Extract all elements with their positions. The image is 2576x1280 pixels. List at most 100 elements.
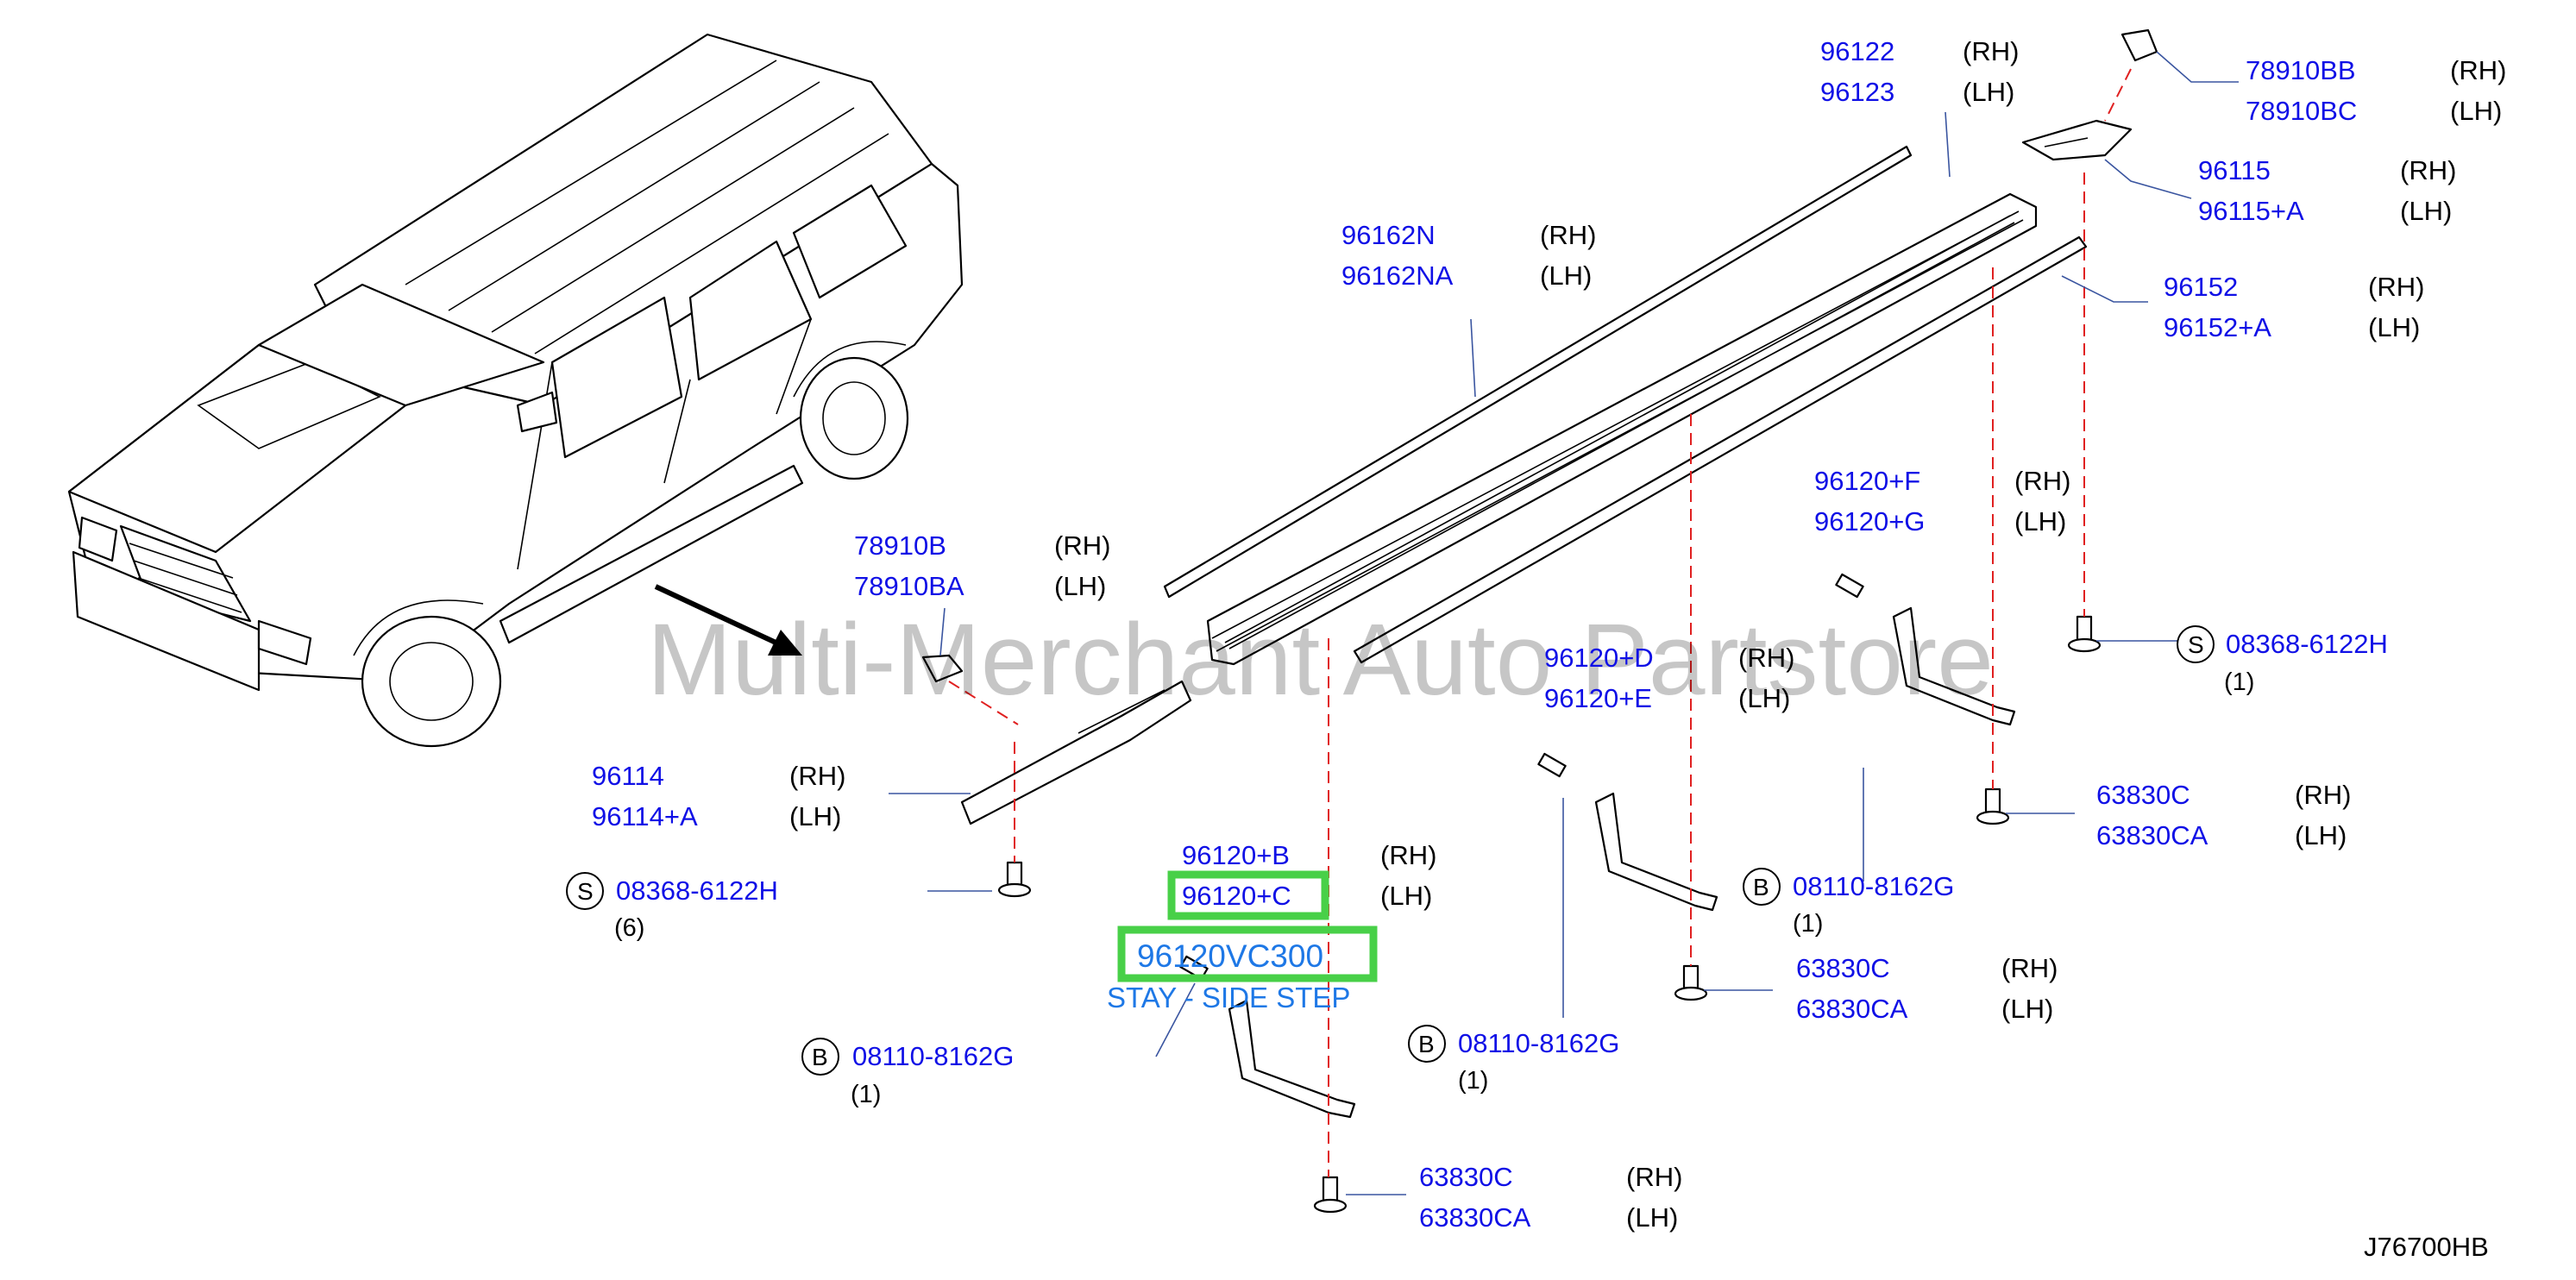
label-78910B: 78910B (RH) 78910BA (LH) (854, 530, 1110, 601)
highlight-part-number[interactable]: 96120VC300 (1137, 938, 1323, 974)
side-indicator: (LH) (1738, 683, 1790, 713)
part-number[interactable]: 96123 (1820, 77, 1894, 107)
part-number[interactable]: 08110-8162G (1458, 1028, 1619, 1058)
side-indicator: (LH) (1540, 260, 1592, 291)
side-indicator: (RH) (1738, 643, 1794, 673)
part-number[interactable]: 96120+E (1544, 683, 1652, 713)
vehicle-illustration (67, 33, 964, 748)
part-number[interactable]: 63830CA (1796, 994, 1908, 1024)
highlight-box (1167, 870, 1329, 920)
part-number[interactable]: 63830C (2096, 780, 2190, 810)
fastener-symbol: B (1753, 874, 1769, 900)
part-number[interactable]: 96114 (592, 761, 664, 791)
part-number[interactable]: 96120+D (1544, 643, 1654, 673)
label-96114: 96114 (RH) 96114+A (LH) (592, 761, 845, 831)
fastener-s-left: S 08368-6122H (6) (566, 872, 778, 942)
quantity: (1) (851, 1081, 881, 1108)
label-96152: 96152 (RH) 96152+A (LH) (2164, 272, 2424, 342)
stay-bracket-a (1228, 999, 1356, 1119)
part-number[interactable]: 63830C (1419, 1162, 1513, 1192)
fastener-s-right: S 08368-6122H (1) (2177, 625, 2388, 696)
side-indicator: (RH) (2368, 272, 2424, 302)
side-indicator: (LH) (2001, 994, 2053, 1024)
fastener-symbol: S (577, 878, 594, 905)
part-number[interactable]: 78910BC (2246, 96, 2357, 126)
label-96115: 96115 (RH) 96115+A (LH) (2198, 155, 2456, 226)
side-indicator: (RH) (1540, 220, 1596, 250)
side-indicator: (LH) (1054, 571, 1106, 601)
side-indicator: (LH) (1963, 77, 2014, 107)
part-number[interactable]: 63830C (1796, 953, 1890, 983)
side-indicator: (LH) (2368, 312, 2420, 342)
side-indicator: (RH) (1963, 36, 2019, 66)
symbol-circle (1743, 868, 1781, 906)
side-indicator: (LH) (789, 801, 841, 831)
part-number[interactable]: 78910B (854, 530, 946, 561)
label-78910BB: 78910BB (RH) 78910BC (LH) (2246, 55, 2506, 126)
part-number[interactable]: 96162N (1341, 220, 1436, 250)
symbol-circle (1408, 1025, 1446, 1063)
side-indicator: (LH) (2450, 96, 2502, 126)
leader-lines (889, 51, 2239, 1195)
symbol-circle (566, 872, 604, 910)
part-number[interactable]: 96162NA (1341, 260, 1454, 291)
part-number[interactable]: 96120+C (1182, 881, 1291, 911)
side-step-assembly (921, 28, 2158, 825)
fastener-b-mid: B 08110-8162G (1) (1408, 1025, 1619, 1095)
label-63830C-right: 63830C (RH) 63830CA (LH) (2096, 780, 2351, 850)
stay-bracket-c (1892, 606, 2016, 726)
part-number[interactable]: 96120+G (1814, 506, 1925, 536)
quantity: (6) (614, 914, 644, 942)
side-indicator: (RH) (1626, 1162, 1682, 1192)
direction-arrow (654, 584, 802, 656)
symbol-circle (2177, 625, 2215, 663)
diagram-code: J76700HB (2364, 1232, 2489, 1262)
side-indicator: (RH) (2014, 466, 2070, 496)
quantity: (1) (1793, 910, 1823, 938)
side-indicator: (LH) (2295, 820, 2347, 850)
part-number[interactable]: 78910BA (854, 571, 964, 601)
quantity: (1) (2224, 668, 2254, 696)
part-number[interactable]: 96152 (2164, 272, 2238, 302)
part-number[interactable]: 96120+B (1182, 840, 1290, 870)
side-indicator: (LH) (1626, 1202, 1678, 1233)
side-indicator: (LH) (2014, 506, 2066, 536)
fastener-b-right: B 08110-8162G (1) (1743, 868, 1954, 938)
stay-bracket-b (1594, 792, 1718, 912)
quantity: (1) (1458, 1067, 1488, 1095)
part-number[interactable]: 08110-8162G (1793, 871, 1954, 901)
part-number[interactable]: 96122 (1820, 36, 1894, 66)
label-96120B: 96120+B (RH) 96120+C (LH) (1167, 840, 1436, 920)
side-indicator: (RH) (2400, 155, 2456, 185)
highlight-description: STAY - SIDE STEP (1107, 982, 1350, 1013)
label-96120D: 96120+D (RH) 96120+E (LH) (1544, 643, 1794, 713)
fastener-b-left: B 08110-8162G (1) (801, 1038, 1014, 1108)
side-indicator: (LH) (1380, 881, 1432, 911)
fastener-symbol: B (1418, 1031, 1435, 1057)
label-96120F: 96120+F (RH) 96120+G (LH) (1814, 466, 2070, 536)
side-indicator: (RH) (2295, 780, 2351, 810)
side-indicator: (RH) (1380, 840, 1436, 870)
part-number[interactable]: 08368-6122H (2226, 629, 2388, 659)
part-number[interactable]: 08110-8162G (852, 1041, 1014, 1071)
highlighted-part[interactable]: 96120VC300 STAY - SIDE STEP (1107, 925, 1378, 1013)
part-number[interactable]: 96152+A (2164, 312, 2271, 342)
part-number[interactable]: 96115+A (2198, 196, 2304, 226)
part-number[interactable]: 78910BB (2246, 55, 2356, 85)
part-number[interactable]: 96120+F (1814, 466, 1920, 496)
label-63830C-left: 63830C (RH) 63830CA (LH) (1419, 1162, 1682, 1233)
part-number[interactable]: 96115 (2198, 155, 2271, 185)
part-number[interactable]: 63830CA (2096, 820, 2208, 850)
side-indicator: (RH) (789, 761, 845, 791)
symbol-circle (801, 1038, 839, 1076)
side-indicator: (RH) (2450, 55, 2506, 85)
part-number[interactable]: 08368-6122H (616, 875, 778, 906)
highlight-box (1117, 925, 1378, 982)
side-indicator: (LH) (2400, 196, 2452, 226)
side-indicator: (RH) (2001, 953, 2058, 983)
label-96122: 96122 (RH) 96123 (LH) (1820, 36, 2019, 107)
part-number[interactable]: 96114+A (592, 801, 698, 831)
part-number[interactable]: 63830CA (1419, 1202, 1531, 1233)
side-indicator: (RH) (1054, 530, 1110, 561)
